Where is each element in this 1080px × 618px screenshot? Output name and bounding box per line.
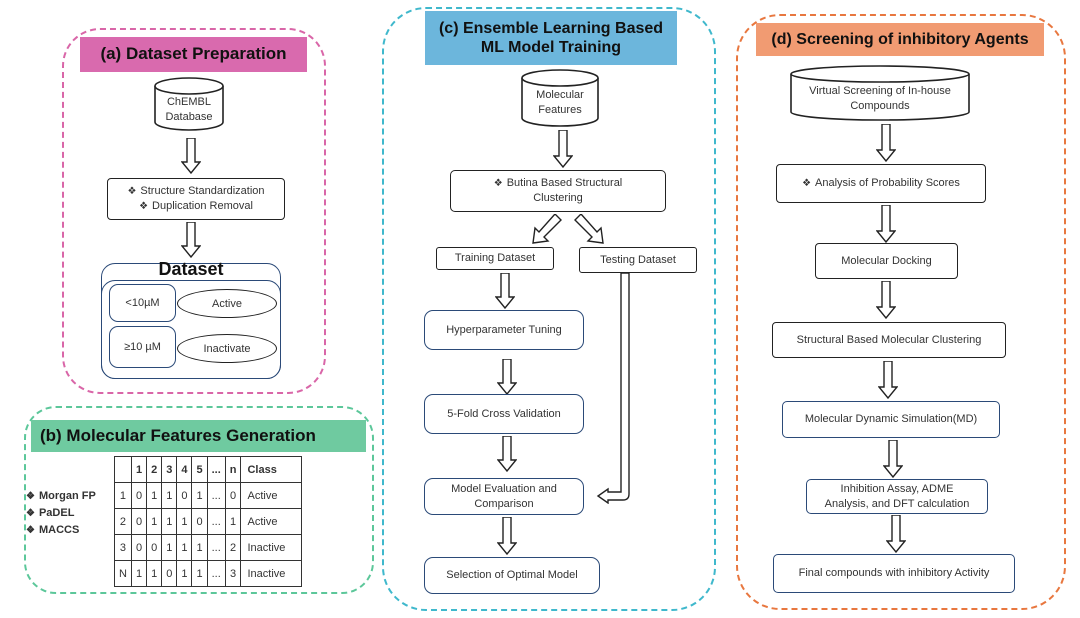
panel-molecular-features — [24, 406, 374, 594]
arrow-down-icon — [876, 281, 896, 319]
training-dataset-box: Training Dataset — [436, 247, 554, 270]
step-duplication: Duplication Removal — [152, 200, 253, 212]
hyperparameter-tuning-box: Hyperparameter Tuning — [424, 310, 584, 350]
chembl-database-cylinder: ChEMBL Database — [153, 76, 225, 132]
panel-ensemble-learning — [382, 7, 716, 611]
database-icon — [521, 69, 599, 127]
arrow-down-icon — [876, 124, 896, 162]
feature-type-item: ❖MACCS — [26, 524, 80, 536]
standardization-box: ❖Structure Standardization ❖Duplication … — [107, 178, 285, 220]
arrow-down-icon — [886, 515, 906, 553]
database-icon — [790, 65, 970, 121]
active-label: Active — [212, 297, 242, 310]
panel-b-title: (b) Molecular Features Generation — [40, 425, 316, 445]
arrow-split-left-icon — [532, 214, 562, 244]
molecular-features-cylinder: Molecular Features — [520, 68, 600, 128]
arrow-down-icon — [497, 359, 517, 395]
database-icon — [154, 77, 224, 131]
panel-a-title: (a) Dataset Preparation — [100, 44, 287, 64]
panel-c-header: (c) Ensemble Learning Based ML Model Tra… — [425, 11, 677, 65]
panel-a-header: (a) Dataset Preparation — [80, 37, 307, 72]
molecular-docking-box: Molecular Docking — [815, 243, 958, 279]
arrow-split-right-icon — [574, 214, 604, 244]
database-label-line1: ChEMBL — [166, 96, 212, 109]
cross-validation-box: 5-Fold Cross Validation — [424, 394, 584, 434]
butina-clustering-box: ❖Butina Based Structural Clustering — [450, 170, 666, 212]
feature-type-list: ❖Morgan FP ❖PaDEL ❖MACCS — [26, 488, 96, 539]
database-label-line2: Database — [165, 111, 213, 123]
panel-c-title-line2: ML Model Training — [480, 39, 622, 56]
probability-scores-box: ❖Analysis of Probability Scores — [776, 164, 986, 203]
dataset-inner — [101, 280, 281, 379]
bullet-icon: ❖ — [26, 508, 35, 519]
bullet-icon: ❖ — [493, 178, 503, 190]
structural-clustering-box: Structural Based Molecular Clustering — [772, 322, 1006, 358]
inactive-ellipse: Inactivate — [177, 334, 277, 363]
panel-b-header: (b) Molecular Features Generation — [31, 420, 366, 452]
dataset-title: Dataset — [158, 259, 224, 279]
arrow-down-icon — [497, 517, 517, 555]
step-standardization: Structure Standardization — [140, 185, 265, 198]
threshold-inactive-label: ≥10 µM — [124, 340, 161, 353]
bullet-icon: ❖ — [802, 177, 812, 189]
arrow-down-icon — [878, 361, 898, 399]
active-ellipse: Active — [177, 289, 277, 318]
model-evaluation-box: Model Evaluation and Comparison — [424, 478, 584, 515]
arrow-down-icon — [181, 138, 201, 174]
threshold-active: <10µM — [109, 284, 176, 322]
arrow-testing-to-evaluation-icon — [596, 272, 630, 504]
arrow-down-icon — [497, 436, 517, 472]
panel-d-header: (d) Screening of inhibitory Agents — [756, 23, 1044, 56]
md-simulation-box: Molecular Dynamic Simulation(MD) — [782, 401, 1000, 438]
arrow-down-icon — [495, 273, 515, 309]
bullet-icon: ❖ — [127, 186, 137, 198]
threshold-active-label: <10µM — [125, 296, 160, 309]
arrow-down-icon — [876, 205, 896, 243]
bullet-icon: ❖ — [139, 201, 149, 212]
table-header-row: 1 2 3 4 5 ... n Class — [114, 456, 303, 483]
feature-type-item: ❖PaDEL — [26, 507, 75, 519]
panel-dataset-preparation — [62, 28, 326, 394]
input-label-line2: Features — [538, 104, 582, 116]
threshold-inactive: ≥10 µM — [109, 326, 176, 368]
arrow-down-icon — [181, 222, 201, 258]
input-label-line1: Molecular — [536, 89, 584, 102]
bullet-icon: ❖ — [26, 525, 35, 536]
final-compounds-box: Final compounds with inhibitory Activity — [773, 554, 1015, 593]
inhibition-assay-box: Inhibition Assay, ADME Analysis, and DFT… — [806, 479, 988, 514]
feature-type-item: ❖Morgan FP — [26, 490, 96, 502]
panel-c-title-line1: (c) Ensemble Learning Based — [438, 19, 664, 37]
testing-dataset-box: Testing Dataset — [579, 247, 697, 273]
panel-d-title: (d) Screening of inhibitory Agents — [771, 30, 1029, 48]
optimal-model-box: Selection of Optimal Model — [424, 557, 600, 594]
inactive-label: Inactivate — [203, 342, 251, 355]
arrow-down-icon — [883, 440, 903, 478]
bullet-icon: ❖ — [26, 491, 35, 502]
arrow-down-icon — [553, 130, 573, 168]
panel-screening — [736, 14, 1066, 610]
in-house-compounds-cylinder: Virtual Screening of In-house Compounds — [789, 64, 971, 122]
